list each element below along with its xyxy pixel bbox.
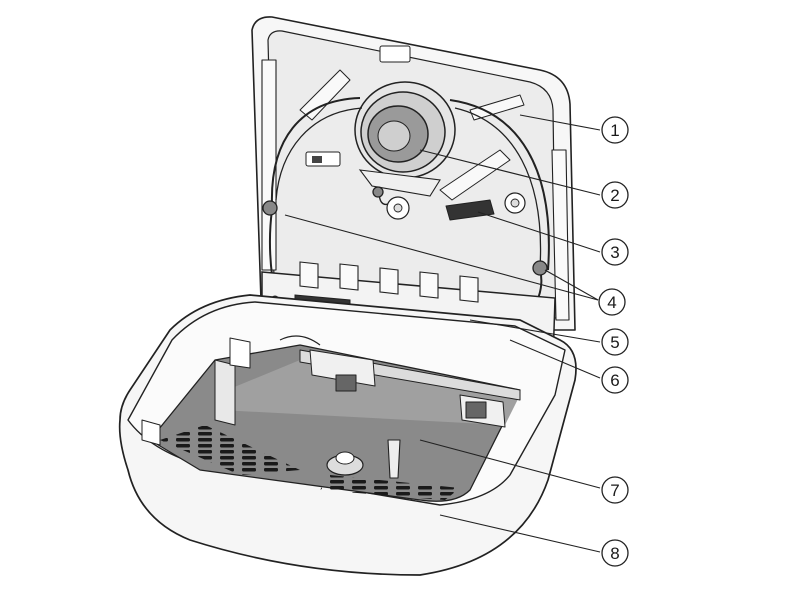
callout-6-number: 6 (610, 371, 619, 390)
callout-1-number: 1 (610, 121, 619, 140)
leader-lines (284, 114, 601, 553)
callout-7: 7 (601, 476, 629, 504)
callout-4-number: 4 (607, 293, 616, 312)
callout-3-number: 3 (610, 243, 619, 262)
callout-3: 3 (601, 238, 629, 266)
speaker (354, 81, 456, 197)
callout-8: 8 (601, 539, 629, 567)
callout-1: 1 (601, 116, 629, 144)
callout-2-number: 2 (610, 186, 619, 205)
callout-6: 6 (601, 366, 629, 394)
callout-4: 4 (598, 288, 626, 316)
callout-5: 5 (601, 328, 629, 356)
callout-7-number: 7 (610, 481, 619, 500)
base-housing (118, 294, 577, 576)
callout-8-number: 8 (610, 544, 619, 563)
callout-2: 2 (601, 181, 629, 209)
callout-5-number: 5 (610, 333, 619, 352)
cable-clips (262, 186, 548, 276)
